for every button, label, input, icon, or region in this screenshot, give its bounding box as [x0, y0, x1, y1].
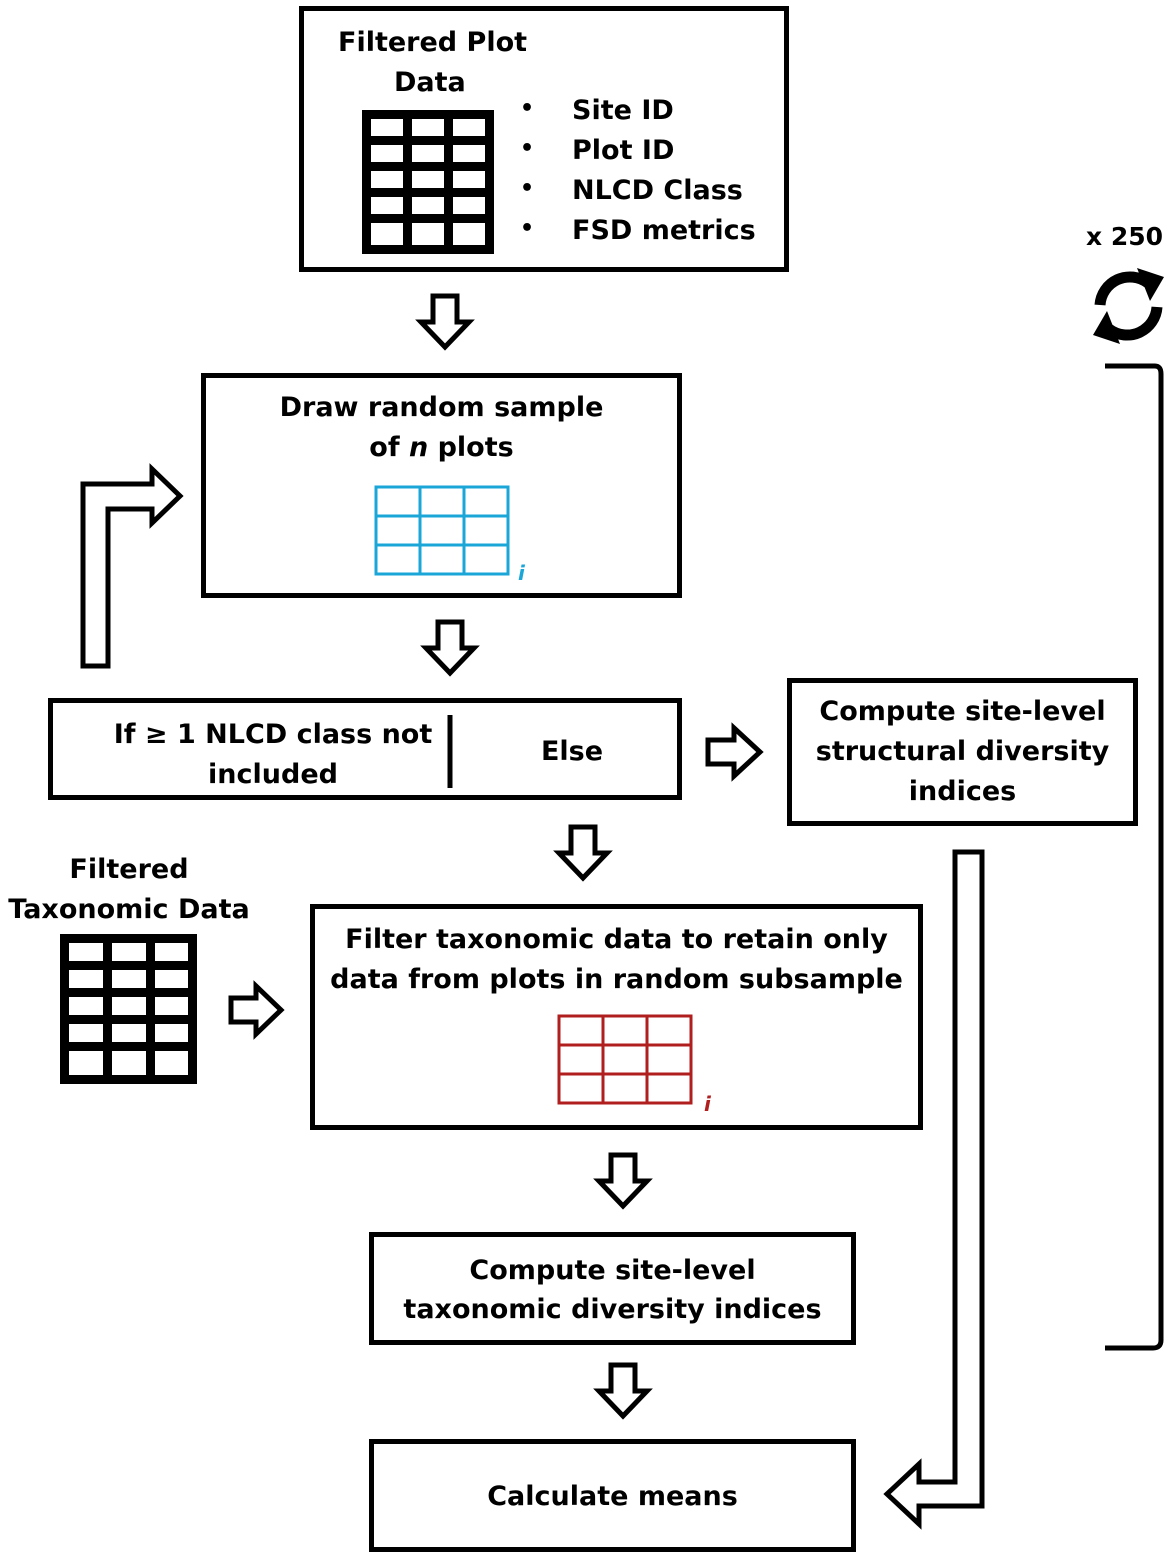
filter-index-i: i [704, 1092, 711, 1116]
sample-box-line1: Draw random sample [279, 392, 604, 423]
bullet-2: • [520, 136, 535, 161]
arrow-down-4 [593, 1152, 653, 1210]
taxonomic-diversity-box [369, 1232, 856, 1345]
filter-line2: data from plots in random subsample [330, 964, 903, 995]
taxodiv-line2: taxonomic diversity indices [403, 1294, 822, 1325]
sample-size-variable: n [408, 432, 429, 463]
structural-line3: indices [908, 776, 1017, 807]
arrow-right-taxonomic [228, 980, 285, 1040]
arrow-right-else [705, 722, 764, 782]
arrow-down-2 [420, 619, 480, 677]
calculate-means-box [369, 1439, 856, 1552]
nlcd-decision-box [48, 698, 682, 800]
bullet-4: • [520, 216, 535, 241]
structural-line1: Compute site-level [819, 696, 1106, 727]
structural-line2: structural diversity [815, 736, 1110, 767]
decision-condition-line2: included [208, 759, 338, 790]
arrow-down-5 [593, 1362, 653, 1420]
plot-box-title-line2: Data [394, 67, 466, 98]
filtered-taxonomic-table-icon [557, 1014, 693, 1105]
filter-line1: Filter taxonomic data to retain only [345, 924, 888, 955]
plot-data-table-icon [362, 110, 494, 254]
loop-count-label: x 250 [1086, 222, 1164, 251]
means-label: Calculate means [487, 1481, 738, 1512]
sample-box-line2: of n plots [206, 428, 677, 468]
bullet-nlcd-class: NLCD Class [572, 175, 743, 206]
structural-diversity-box [787, 678, 1138, 826]
arrow-structural-to-means [883, 849, 985, 1530]
sample-box-line2-prefix: of [369, 432, 409, 463]
taxonomic-label-line2: Taxonomic Data [8, 894, 250, 925]
taxonomic-data-table-icon [60, 934, 197, 1084]
sample-index-i: i [518, 561, 525, 585]
bullet-plot-id: Plot ID [572, 135, 675, 166]
decision-else: Else [540, 736, 604, 767]
sample-box-line2-suffix: plots [428, 432, 514, 463]
taxodiv-line1: Compute site-level [469, 1255, 756, 1286]
arrow-down-1 [415, 293, 475, 351]
sample-table-icon [374, 485, 510, 576]
plot-box-title-line1: Filtered Plot [338, 27, 528, 58]
arrow-down-3 [553, 824, 613, 882]
taxonomic-label-line1: Filtered [69, 854, 189, 885]
bullet-fsd-metrics: FSD metrics [572, 215, 756, 246]
decision-condition-line1: If ≥ 1 NLCD class not [113, 719, 433, 750]
bullet-3: • [520, 176, 535, 201]
arrow-loop-back [80, 463, 184, 669]
bullet-site-id: Site ID [572, 95, 674, 126]
refresh-icon [1093, 268, 1164, 344]
loop-bracket [1105, 363, 1164, 1351]
bullet-1: • [520, 96, 535, 121]
